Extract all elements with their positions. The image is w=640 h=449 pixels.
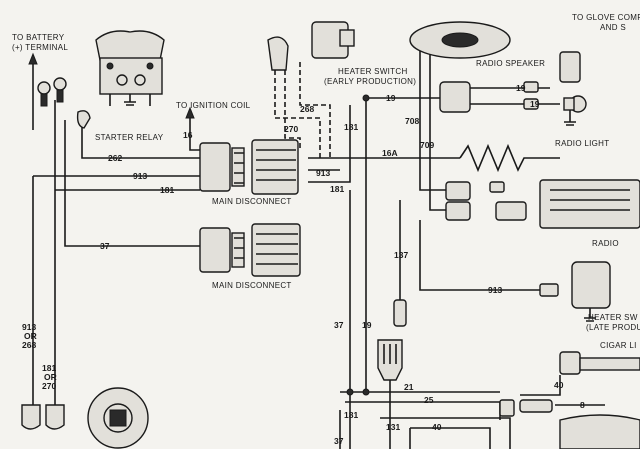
wire-num-25: 25 — [424, 395, 434, 405]
label-heater-switch-late: HEATER SW — [588, 313, 638, 322]
splice-dot-3 — [362, 388, 370, 396]
label-cigar-lighter: CIGAR LI — [600, 341, 637, 350]
wires — [28, 40, 605, 449]
ring-terminals — [37, 77, 91, 129]
wire-num-270: 270 — [284, 124, 298, 134]
wire-num-37b: 37 — [334, 320, 344, 330]
wire-num-181b: 181 — [344, 122, 358, 132]
label-radio-light: RADIO LIGHT — [555, 139, 609, 148]
misc-plugs — [489, 81, 539, 417]
wire-num-19a: 19 — [386, 93, 396, 103]
wire-num-40b: 40 — [554, 380, 564, 390]
wire-37-lower — [64, 120, 200, 247]
wire-num-913c: 913 — [488, 285, 502, 295]
connector-137 — [393, 299, 407, 327]
wire-num-913b: 913 — [316, 168, 330, 178]
radio — [445, 179, 640, 229]
wire-dashed-3 — [299, 62, 331, 160]
wire-num-913-or-word: OR — [24, 331, 37, 341]
label-starter-relay: STARTER RELAY — [95, 133, 164, 142]
wire-num-19b: 19 — [516, 83, 526, 93]
label-main-disconnect-2: MAIN DISCONNECT — [212, 281, 292, 290]
wire-num-709: 709 — [420, 140, 434, 150]
main-disconnect-1 — [199, 139, 299, 195]
wire-num-21: 21 — [404, 382, 414, 392]
wire-16a-resistor — [459, 143, 560, 173]
label-main-disconnect-1: MAIN DISCONNECT — [212, 197, 292, 206]
wire-709 — [429, 40, 446, 211]
wire-num-16: 16 — [183, 130, 193, 140]
main-disconnect-2 — [199, 223, 301, 277]
wire-numbers: 16 262 913 181 37 268 270 181 913 181 16… — [22, 83, 585, 446]
label-battery: TO BATTERY — [12, 33, 65, 42]
label-radio: RADIO — [592, 239, 619, 248]
heater-switch-early — [267, 21, 355, 71]
wire-181-mid — [308, 105, 351, 183]
splice-dot-2 — [346, 388, 354, 396]
label-battery-terminal: (+) TERMINAL — [12, 43, 68, 52]
wire-913-left — [32, 175, 200, 405]
label-glove-compartment-2: AND S — [600, 23, 626, 32]
label-heater-switch: HEATER SWITCH — [338, 67, 408, 76]
wire-num-913a: 913 — [133, 171, 147, 181]
heater-switch-late — [539, 261, 611, 322]
wire-num-19d: 19 — [362, 320, 372, 330]
wire-num-181-or-word: OR — [44, 372, 57, 382]
wire-16 — [189, 112, 200, 151]
wire-262 — [81, 120, 200, 159]
label-heater-switch-early: (EARLY PRODUCTION) — [324, 77, 416, 86]
splice-dot-1 — [362, 94, 370, 102]
bottom-left-gauge — [87, 387, 149, 449]
cigar-lighter — [519, 351, 640, 449]
wire-num-40a: 40 — [432, 422, 442, 432]
label-ignition-coil: TO IGNITION COIL — [176, 101, 251, 110]
ignition-arrow-head — [185, 106, 195, 119]
wire-num-262: 262 — [108, 153, 122, 163]
wire-40-cigar — [520, 375, 561, 396]
wire-913-right — [419, 220, 540, 291]
wire-num-37a: 37 — [100, 241, 110, 251]
starter-relay — [95, 30, 165, 106]
wire-box — [380, 417, 511, 449]
wire-num-181-or-270: 270 — [42, 381, 56, 391]
wire-num-37c: 37 — [334, 436, 344, 446]
wire-num-131: 131 — [386, 422, 400, 432]
wire-268-dashed — [274, 70, 321, 160]
wire-num-268: 268 — [300, 104, 314, 114]
label-glove-compartment: TO GLOVE COMPARTMENT — [572, 13, 640, 22]
wire-num-137: 137 — [394, 250, 408, 260]
wire-40-lower — [409, 427, 491, 449]
radio-speaker — [409, 21, 581, 113]
wire-708 — [419, 40, 446, 191]
wire-num-181d: 181 — [344, 410, 358, 420]
wire-num-181a: 181 — [160, 185, 174, 195]
label-heater-switch-late-2: (LATE PRODUC — [586, 323, 640, 332]
wire-270-dashed — [284, 70, 301, 150]
bottom-left-terminals — [21, 404, 65, 430]
radio-light — [563, 95, 587, 126]
battery-arrow-head — [28, 52, 38, 65]
lower-connector — [377, 339, 403, 381]
wire-num-913-or-268: 268 — [22, 340, 36, 350]
wire-num-181-or: 181 — [42, 363, 56, 373]
wire-num-708: 708 — [405, 116, 419, 126]
wire-num-19c: 19 — [530, 99, 540, 109]
wire-num-913-or: 913 — [22, 322, 36, 332]
wire-181-left — [54, 100, 200, 405]
label-radio-speaker: RADIO SPEAKER — [476, 59, 545, 68]
wire-num-181c: 181 — [330, 184, 344, 194]
wire-num-8: 8 — [580, 400, 585, 410]
wire-num-16a: 16A — [382, 148, 398, 158]
component-labels: TO BATTERY (+) TERMINAL STARTER RELAY TO… — [12, 13, 640, 350]
